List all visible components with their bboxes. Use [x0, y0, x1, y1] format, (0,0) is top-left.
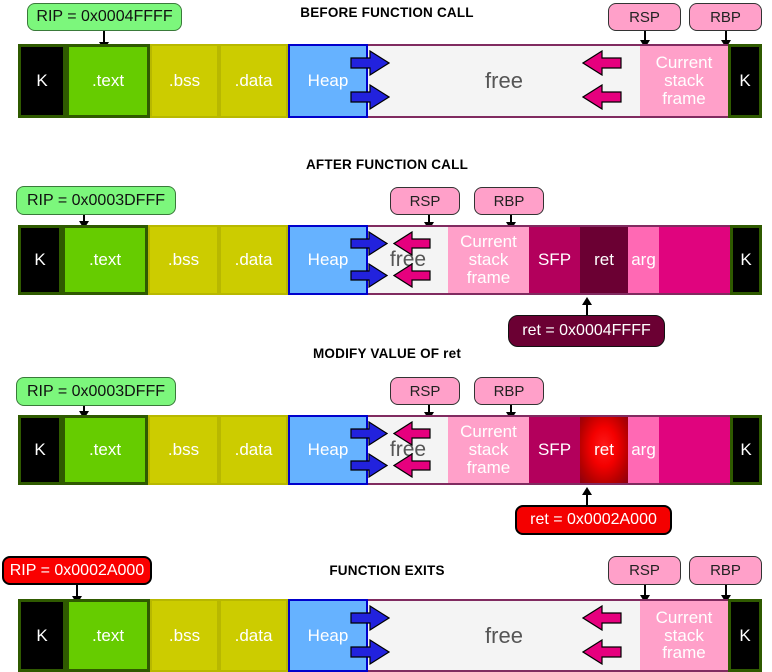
stack-growth-arrow-bottom-modify — [393, 453, 431, 478]
segment-ret-after: ret — [580, 225, 628, 295]
rbp-pill-before: RBP — [689, 3, 762, 31]
segment-arg-after: arg — [628, 225, 659, 295]
memory-bar-before: K .text .bss .data Heap free Current sta… — [18, 44, 762, 118]
heap-growth-arrow-bottom-exits — [350, 639, 390, 665]
memory-bar-after: K .text .bss .data Heap free Current sta… — [18, 225, 762, 295]
segment-kernel-low-before: K — [18, 44, 66, 118]
ret-callout-line-after — [586, 303, 588, 317]
section-heading-modify: MODIFY VALUE OF ret — [312, 346, 462, 361]
rsp-pointer-line-exits — [644, 585, 646, 598]
segment-bss-before: .bss — [150, 44, 219, 118]
rsp-pill-exits: RSP — [608, 556, 681, 585]
segment-arg-modify: arg — [628, 415, 659, 485]
segment-kernel-high-before: K — [728, 44, 762, 118]
segment-text-after: .text — [62, 225, 148, 295]
rbp-pointer-line-exits — [725, 585, 727, 598]
segment-kernel-high-modify: K — [730, 415, 762, 485]
rsp-pointer-line-modify — [428, 405, 430, 415]
memory-bar-exits: K .text .bss .data Heap free Current sta… — [18, 599, 762, 672]
heap-growth-arrow-bottom-modify — [350, 453, 388, 478]
segment-stack-rest-modify — [659, 415, 730, 485]
segment-current-stack-frame-before: Current stack frame — [640, 44, 728, 118]
rip-pointer-line-modify — [83, 406, 85, 415]
ret-callout-line-modify — [586, 493, 588, 505]
rip-callout-exits: RIP = 0x0002A000 — [2, 556, 152, 585]
stack-growth-arrow-top-before — [582, 50, 622, 76]
rbp-pointer-line-before — [725, 31, 727, 43]
segment-data-after: .data — [219, 225, 288, 295]
section-heading-before: BEFORE FUNCTION CALL — [300, 5, 474, 20]
stack-growth-arrow-bottom-before — [582, 84, 622, 110]
rsp-pill-after: RSP — [390, 187, 460, 215]
stack-growth-arrow-bottom-exits — [582, 639, 622, 665]
segment-kernel-low-modify: K — [18, 415, 62, 485]
rip-callout-before: RIP = 0x0004FFFF — [27, 3, 182, 31]
stack-growth-arrow-bottom-after — [393, 263, 431, 288]
segment-bss-exits: .bss — [150, 599, 219, 672]
segment-bss-after: .bss — [148, 225, 219, 295]
stack-growth-arrow-top-after — [393, 231, 431, 256]
segment-current-stack-frame-modify: Current stack frame — [448, 415, 529, 485]
segment-data-exits: .data — [219, 599, 288, 672]
rsp-pill-before: RSP — [608, 3, 681, 31]
heap-growth-arrow-top-modify — [350, 421, 388, 446]
segment-heap-modify: Heap — [288, 415, 368, 485]
rsp-pointer-line-after — [428, 215, 430, 225]
segment-kernel-high-exits: K — [728, 599, 762, 672]
heap-growth-arrow-top-before — [350, 50, 390, 76]
segment-text-before: .text — [66, 44, 150, 118]
segment-kernel-low-exits: K — [18, 599, 66, 672]
section-heading-after: AFTER FUNCTION CALL — [305, 157, 469, 172]
segment-kernel-low-after: K — [18, 225, 62, 295]
rip-callout-modify: RIP = 0x0003DFFF — [16, 377, 176, 406]
rbp-pointer-line-after — [510, 215, 512, 225]
heap-growth-arrow-bottom-after — [350, 263, 388, 288]
segment-data-before: .data — [219, 44, 288, 118]
heap-growth-arrow-top-after — [350, 231, 388, 256]
segment-sfp-modify: SFP — [529, 415, 580, 485]
rbp-pill-after: RBP — [474, 187, 544, 215]
ret-callout-arrowhead-modify — [582, 487, 592, 495]
rip-pointer-line-before — [103, 31, 105, 44]
segment-current-stack-frame-exits: Current stack frame — [640, 599, 728, 672]
segment-sfp-after: SFP — [529, 225, 580, 295]
rbp-pill-modify: RBP — [474, 377, 544, 405]
ret-callout-modify: ret = 0x0002A000 — [515, 505, 672, 535]
heap-growth-arrow-top-exits — [350, 605, 390, 631]
rip-pointer-line-exits — [76, 585, 78, 599]
segment-kernel-high-after: K — [730, 225, 762, 295]
segment-heap-before: Heap — [288, 44, 368, 118]
rip-pointer-line-after — [83, 215, 85, 224]
stack-growth-arrow-top-modify — [393, 421, 431, 446]
segment-current-stack-frame-after: Current stack frame — [448, 225, 529, 295]
segment-heap-after: Heap — [288, 225, 368, 295]
segment-data-modify: .data — [219, 415, 288, 485]
segment-ret-modify: ret — [580, 415, 628, 485]
stack-growth-arrow-top-exits — [582, 605, 622, 631]
segment-bss-modify: .bss — [148, 415, 219, 485]
rsp-pointer-line-before — [644, 31, 646, 43]
ret-callout-arrowhead-after — [582, 297, 592, 305]
rbp-pill-exits: RBP — [689, 556, 762, 585]
rip-callout-after: RIP = 0x0003DFFF — [16, 186, 176, 215]
heap-growth-arrow-bottom-before — [350, 84, 390, 110]
memory-bar-modify: K .text .bss .data Heap free Current sta… — [18, 415, 762, 485]
ret-callout-after: ret = 0x0004FFFF — [508, 315, 665, 347]
segment-text-modify: .text — [62, 415, 148, 485]
segment-stack-rest-after — [659, 225, 730, 295]
rbp-pointer-line-modify — [510, 405, 512, 415]
section-heading-exits: FUNCTION EXITS — [329, 563, 445, 578]
segment-text-exits: .text — [66, 599, 150, 672]
rsp-pill-modify: RSP — [390, 377, 460, 405]
segment-heap-exits: Heap — [288, 599, 368, 672]
